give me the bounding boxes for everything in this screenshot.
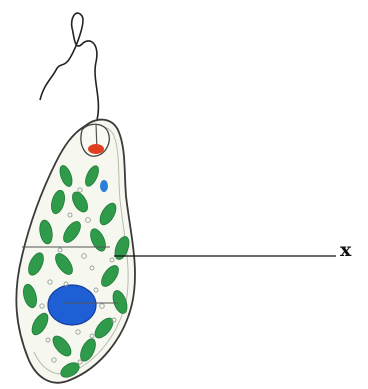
label-x: x xyxy=(340,239,351,261)
flagellum xyxy=(40,13,98,120)
eyespot xyxy=(88,144,104,154)
contractile-vacuole xyxy=(100,180,108,192)
nucleus xyxy=(48,285,96,325)
